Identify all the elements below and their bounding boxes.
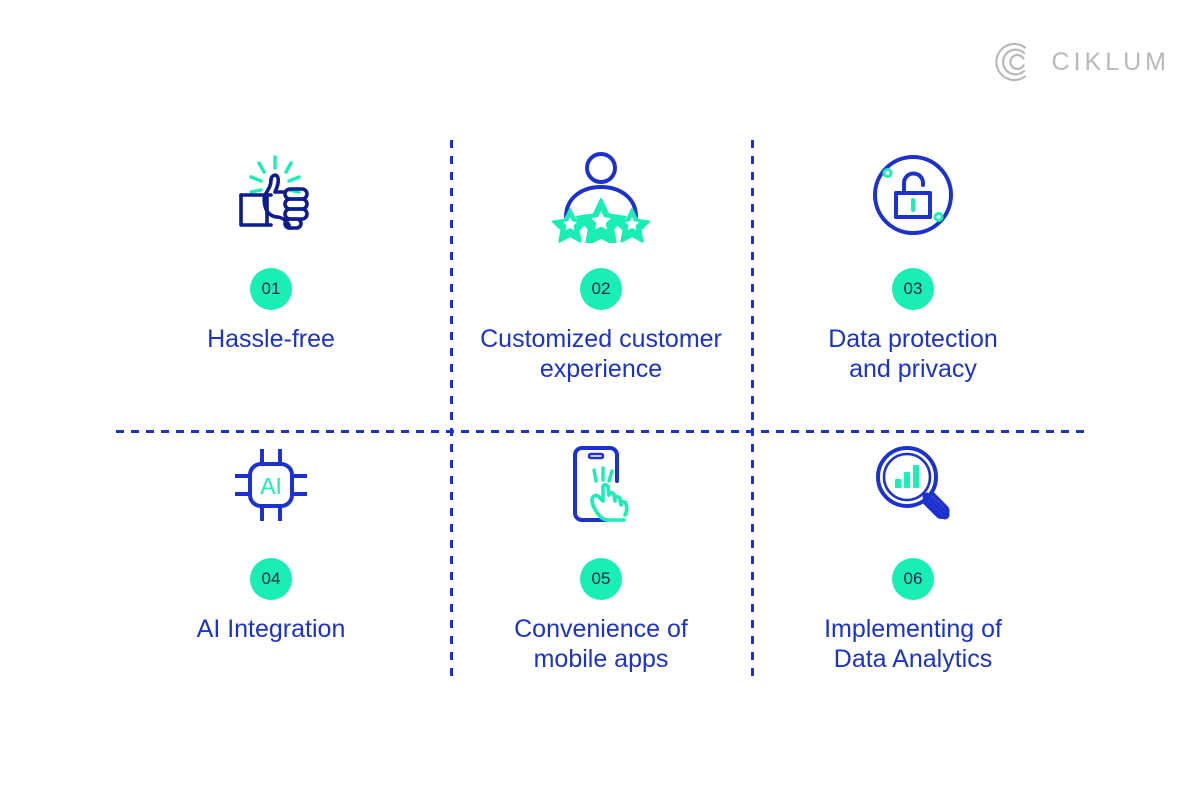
magnifier-bar-chart-icon [762,430,1064,540]
feature-cell-05: 05 Convenience of mobile apps [450,430,752,674]
feature-label: Implementing of Data Analytics [824,615,1002,673]
feature-label: Data protection and privacy [828,325,998,383]
thumbs-up-icon [120,140,422,250]
feature-number-badge: 01 [250,268,292,310]
divider-horizontal [116,430,1086,433]
feature-number-badge: 03 [892,268,934,310]
brand-logo-text: CIKLUM [1051,47,1170,76]
feature-grid: 01 Hassle-free 02 Customized customer ex… [116,130,1086,700]
feature-cell-01: 01 Hassle-free [120,140,422,354]
feature-cell-04: AI 04 AI Integration [120,430,422,644]
feature-cell-06: 06 Implementing of Data Analytics [762,430,1064,674]
feature-label: Convenience of mobile apps [514,615,688,673]
divider-vertical-left [450,140,453,683]
ai-chip-icon-text: AI [260,473,282,499]
divider-vertical-right [751,140,754,683]
feature-cell-03: 03 Data protection and privacy [762,140,1064,384]
feature-label: Customized customer experience [480,325,722,383]
feature-label: AI Integration [196,615,346,643]
ai-chip-icon: AI [120,430,422,540]
person-rating-stars-icon [450,140,752,250]
unlocked-padlock-circle-icon [762,140,1064,250]
brand-logo: CIKLUM [994,40,1170,84]
feature-number-badge: 06 [892,558,934,600]
feature-cell-02: 02 Customized customer experience [450,140,752,384]
ciklum-logo-icon [994,40,1038,84]
mobile-tap-icon [450,430,752,540]
feature-number-badge: 05 [580,558,622,600]
feature-label: Hassle-free [207,325,335,353]
feature-number-badge: 04 [250,558,292,600]
feature-number-badge: 02 [580,268,622,310]
